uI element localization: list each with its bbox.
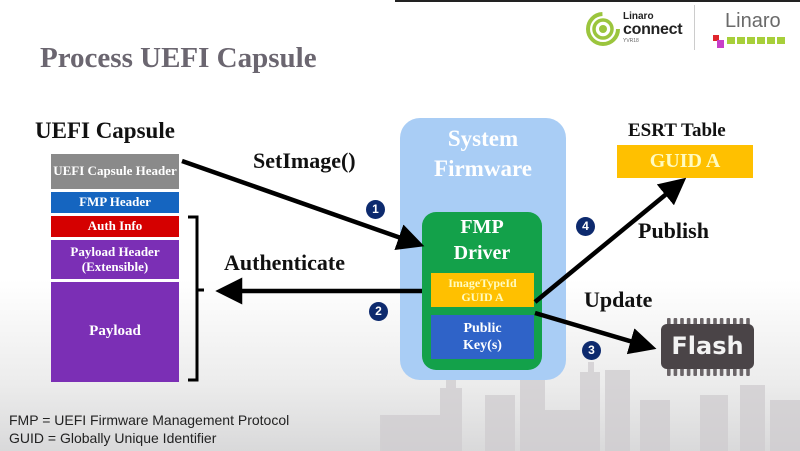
- linaro-logo: Linaro: [705, 10, 795, 48]
- fmp-driver-label: FMP Driver: [453, 216, 511, 264]
- top-border: [395, 0, 800, 2]
- image-type-id-label: ImageTypeId: [448, 275, 517, 290]
- auth-info-block: Auth Info: [51, 216, 179, 237]
- setimage-label: SetImage(): [253, 148, 356, 173]
- linaro-logo-text: Linaro: [725, 10, 781, 32]
- flash-chip-pin: [686, 368, 691, 376]
- flash-label: Flash: [671, 332, 744, 360]
- connect-logo-line2: connect: [623, 21, 683, 38]
- image-type-id-box: ImageTypeId GUID A: [431, 273, 534, 307]
- publish-arrow: [533, 177, 687, 304]
- flash-chip-pin: [706, 368, 711, 376]
- update-arrow: [534, 310, 657, 355]
- slide-title: Process UEFI Capsule: [40, 42, 317, 74]
- linaro-connect-logo: Linaro connect YVR18: [585, 10, 685, 48]
- payload-block: Payload: [51, 282, 179, 382]
- flash-chip-pin: [746, 368, 750, 376]
- flash-chip-pin: [713, 368, 717, 376]
- step-badge-3: 3: [582, 341, 601, 360]
- logo-divider: [694, 5, 695, 50]
- authenticate-label: Authenticate: [224, 250, 345, 275]
- image-type-id-guid: GUID A: [461, 290, 504, 304]
- esrt-table-heading: ESRT Table: [628, 120, 726, 141]
- flash-chip-pin: [726, 368, 730, 376]
- publish-label: Publish: [638, 218, 709, 243]
- flash-chip-pin: [719, 368, 724, 376]
- connect-logo-line3: YVR18: [623, 38, 639, 44]
- payload-bracket: [188, 215, 204, 382]
- payload-header-block: Payload Header (Extensible): [51, 240, 179, 279]
- connect-signal-icon: [586, 12, 620, 46]
- linaro-logo-bar: [757, 37, 765, 44]
- fmp-header-block: FMP Header: [51, 192, 179, 213]
- flash-chip-pin: [700, 368, 704, 376]
- flash-chip-pin: [680, 368, 684, 376]
- capsule-header-block: UEFI Capsule Header: [51, 154, 179, 189]
- linaro-logo-bar: [737, 37, 745, 44]
- public-keys-box: Public Key(s): [431, 315, 534, 359]
- step-badge-4: 4: [576, 217, 595, 236]
- linaro-logo-mark-magenta: [717, 40, 724, 48]
- linaro-logo-bar: [747, 37, 755, 44]
- system-firmware-label: System Firmware: [434, 126, 532, 181]
- flash-chip: [661, 324, 754, 369]
- flash-chip-pin: [739, 368, 744, 376]
- step-badge-1: 1: [366, 200, 385, 219]
- public-keys-line2: Key(s): [463, 338, 502, 353]
- footnote-guid: GUID = Globally Unique Identifier: [9, 430, 217, 446]
- connect-logo-line1: Linaro: [623, 11, 654, 22]
- public-keys-line1: Public: [463, 320, 502, 336]
- flash-chip-pin: [733, 368, 737, 376]
- setimage-arrow: [181, 158, 425, 251]
- esrt-guid-entry: GUID A: [617, 145, 753, 178]
- flash-chip-pin: [667, 368, 671, 376]
- linaro-logo-bar: [727, 37, 735, 44]
- linaro-logo-mark-red: [713, 35, 719, 41]
- flash-chip-pin: [693, 368, 697, 376]
- capsule-heading: UEFI Capsule: [35, 118, 175, 143]
- linaro-logo-bar: [777, 37, 785, 44]
- footnote-fmp: FMP = UEFI Firmware Management Protocol: [9, 412, 290, 428]
- flash-chip-pin: [673, 368, 678, 376]
- linaro-logo-bar: [767, 37, 775, 44]
- step-badge-2: 2: [369, 302, 388, 321]
- update-label: Update: [584, 287, 653, 312]
